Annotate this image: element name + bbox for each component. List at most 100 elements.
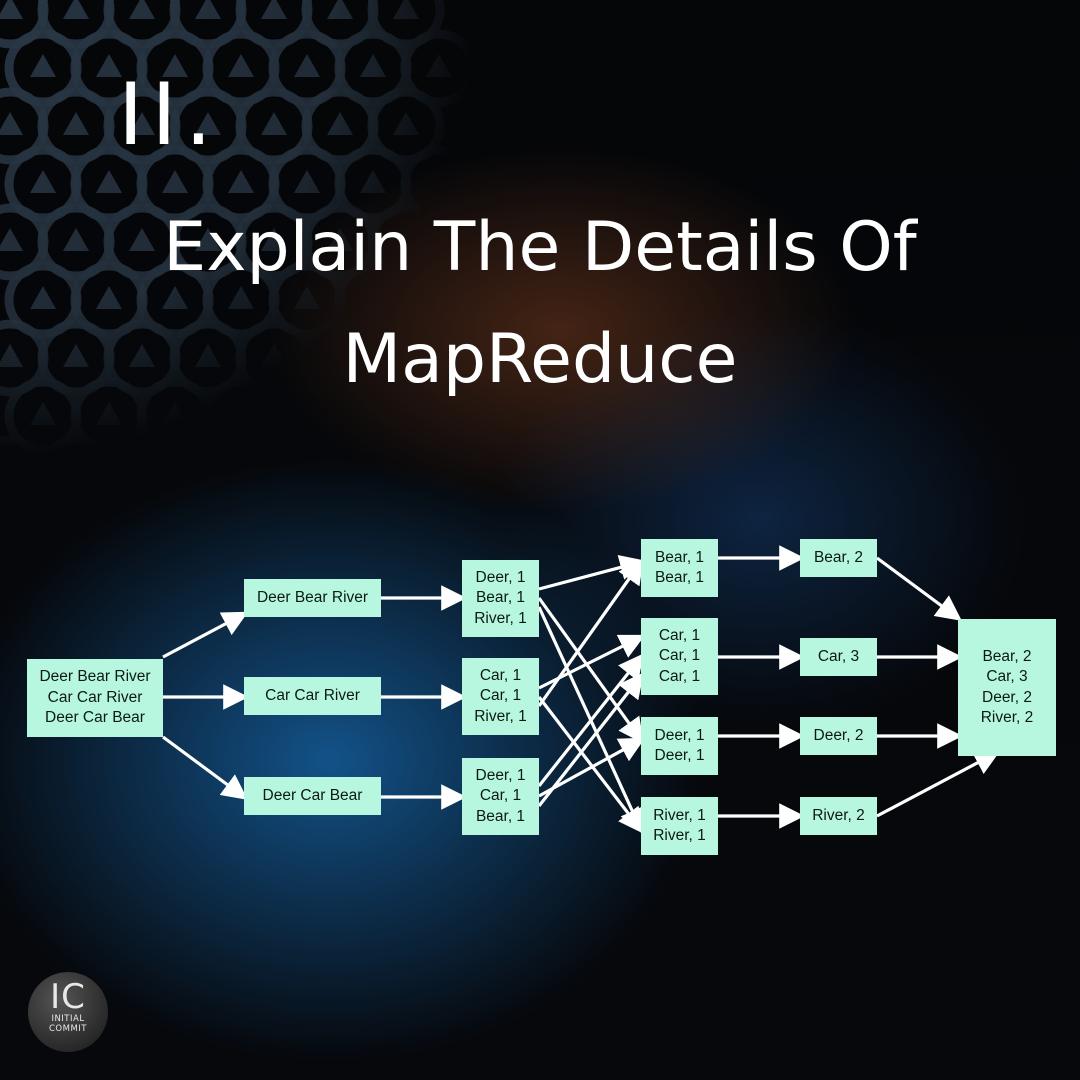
map-box: Car, 1 Car, 1 River, 1 [462,658,539,735]
reduce-line: Bear, 2 [813,548,864,566]
pattern-triangle [63,344,89,367]
pattern-triangle [261,112,287,135]
split-line: Deer Car Bear [262,786,363,804]
shuffle-line: Bear, 1 [654,569,705,586]
input-line: Deer Bear River [39,668,151,686]
pattern-triangle [96,402,122,425]
reduce-box: Bear, 2 [800,539,877,577]
pattern-triangle [162,54,188,77]
pattern-triangle [294,54,320,77]
reduce-box: River, 2 [800,797,877,835]
reduce-line: Deer, 2 [813,726,864,744]
map-line: Bear, 1 [475,589,526,607]
result-line: Bear, 2 [982,647,1032,665]
result-line: Car, 3 [986,668,1028,685]
map-line: Car, 1 [479,666,522,684]
pattern-triangle [129,344,155,367]
logo-line-1: INITIAL [51,1014,85,1024]
shuffle-line: Car, 1 [658,647,701,665]
title-line-1: Explain The Details Of [163,208,917,287]
input-box: Deer Bear River Car Car River Deer Car B… [27,659,163,737]
pattern-ring [0,435,46,460]
result-line: Deer, 2 [982,688,1032,706]
pattern-triangle [327,112,353,135]
shuffle-box: Deer, 1 Deer, 1 [641,717,718,775]
map-line: Deer, 1 [475,766,526,784]
shuffle-line: Car, 1 [658,667,701,685]
pattern-triangle [0,344,23,367]
reduce-line: River, 2 [812,806,865,824]
map-line: Car, 1 [479,687,522,705]
input-line: Car Car River [47,688,143,706]
map-box: Deer, 1 Car, 1 Bear, 1 [462,758,539,835]
pattern-triangle [0,112,23,135]
pattern-triangle [30,54,56,77]
pattern-triangle [327,0,353,19]
pattern-triangle [426,286,452,309]
pattern-ring [370,435,442,460]
pattern-triangle [261,228,287,251]
split-box: Deer Bear River [244,579,381,617]
pattern-triangle [162,170,188,193]
pattern-triangle [63,0,89,19]
map-box: Deer, 1 Bear, 1 River, 1 [462,560,539,637]
map-line: Deer, 1 [475,568,526,586]
pattern-ring [367,87,445,165]
hexagon-pattern-decoration [0,0,478,460]
pattern-triangle [360,286,386,309]
map-line: River, 1 [474,609,527,627]
pattern-triangle [0,0,23,19]
pattern-triangle [96,170,122,193]
flow-arrow [537,672,644,807]
flow-arrow [537,597,644,744]
split-box: Deer Car Bear [244,777,381,815]
shuffle-line: Deer, 1 [654,747,705,764]
pattern-ring [367,203,445,281]
flow-arrow [162,611,249,659]
pattern-triangle [195,344,221,367]
pattern-triangle [30,286,56,309]
pattern-triangle [393,344,419,367]
input-line: Deer Car Bear [45,709,145,727]
logo-mark: IC [50,977,86,1017]
pattern-triangle [294,170,320,193]
flow-arrow [162,735,248,800]
title-line-2: MapReduce [342,320,738,399]
pattern-triangle [129,228,155,251]
pattern-ring [367,0,445,49]
pattern-triangle [129,0,155,19]
pattern-triangle [327,344,353,367]
pattern-triangle [261,0,287,19]
pattern-triangle [360,170,386,193]
initial-commit-logo: IC INITIAL COMMIT [28,972,108,1052]
shuffle-line: Car, 1 [658,626,701,644]
reduce-box: Deer, 2 [800,717,877,755]
pattern-triangle [426,170,452,193]
pattern-ring [106,435,178,460]
pattern-triangle [96,286,122,309]
reduce-line: Car, 3 [817,647,860,665]
pattern-triangle [162,402,188,425]
pattern-triangle [63,228,89,251]
flow-arrow [876,556,962,621]
pattern-ring [400,145,478,223]
pattern-triangle [393,228,419,251]
map-line: Car, 1 [479,787,522,805]
pattern-triangle [0,228,23,251]
pattern-triangle [261,344,287,367]
pattern-triangle [360,402,386,425]
pattern-triangle [30,402,56,425]
pattern-ring [238,435,310,460]
pattern-ring [40,435,112,460]
pattern-triangle [327,228,353,251]
pattern-ring [400,261,478,339]
pattern-triangle [426,402,452,425]
split-box: Car Car River [244,677,381,715]
pattern-triangle [63,112,89,135]
flow-arrow [537,696,644,834]
shuffle-box: Car, 1 Car, 1 Car, 1 [641,618,718,695]
pattern-triangle [228,54,254,77]
pattern-triangle [294,286,320,309]
